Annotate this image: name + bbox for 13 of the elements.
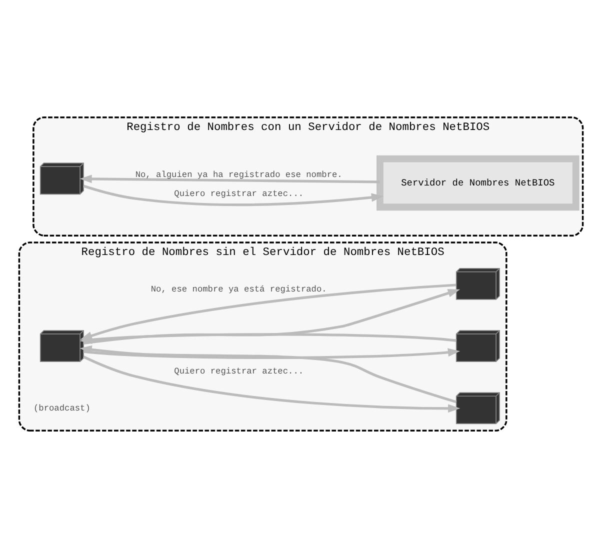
arrow bbox=[83, 355, 460, 412]
arrow bbox=[80, 332, 456, 344]
arrow bbox=[83, 288, 460, 344]
arrow bbox=[83, 184, 384, 206]
label: (broadcast) bbox=[33, 402, 90, 413]
arrow bbox=[84, 348, 460, 358]
edge-label: Quiero registrar aztec... bbox=[174, 366, 304, 376]
node-box: Servidor de Nombres NetBIOS bbox=[376, 154, 580, 210]
edge-label: No, alguien ya ha registrado ese nombre. bbox=[135, 169, 342, 180]
arrow bbox=[80, 174, 380, 183]
edge-label: No, ese nombre ya está registrado. bbox=[150, 284, 327, 294]
edge-label: Quiero registrar aztec... bbox=[174, 188, 304, 198]
arrow bbox=[80, 344, 456, 403]
